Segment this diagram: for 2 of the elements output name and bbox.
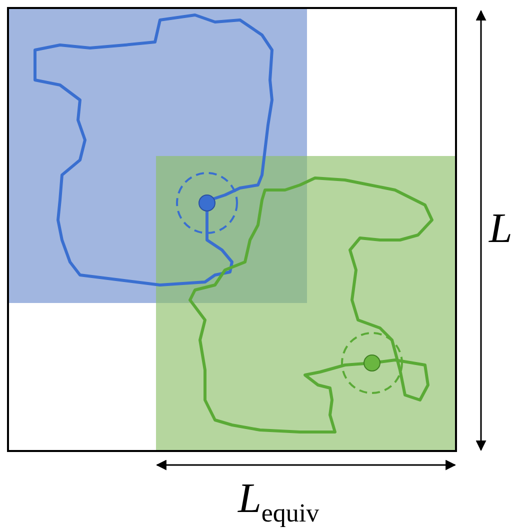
dimension-label: L$_{equiv}$	[238, 478, 320, 526]
dimension-label: L	[489, 208, 512, 250]
